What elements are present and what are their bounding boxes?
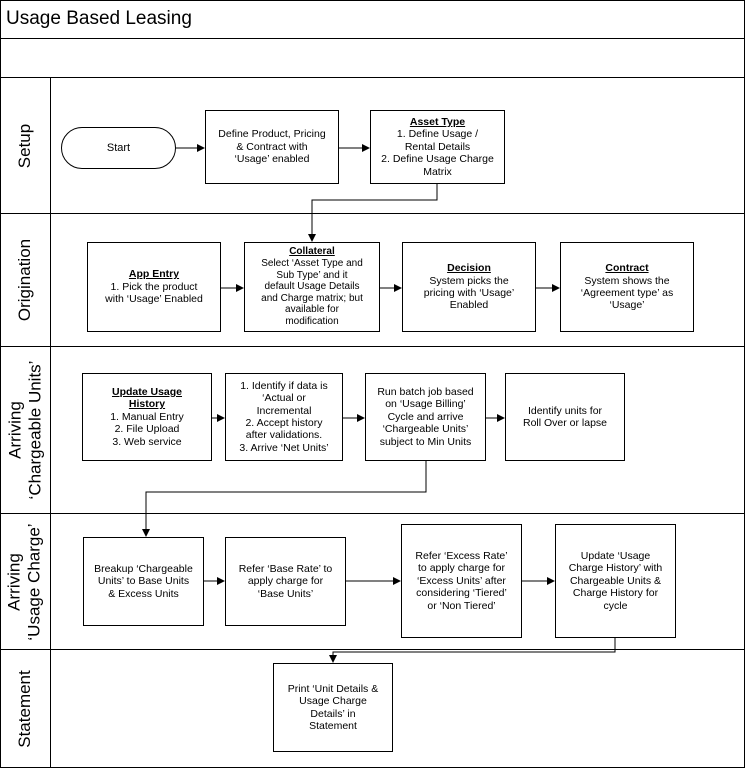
base-rate-step: Refer ‘Base Rate’ to apply charge for ‘B… [225,537,346,626]
collateral-step: Collateral Select ‘Asset Type and Sub Ty… [244,242,380,332]
frame-left-border [0,0,1,768]
lane-divider [0,213,745,214]
identify-data-step: 1. Identify if data is ‘Actual or Increm… [225,373,343,461]
arrow-asset-to-collateral [308,184,438,242]
roll-over-step: Identify units for Roll Over or lapse [505,373,625,461]
arrow-update-to-print [329,638,616,663]
contract-step: Contract System shows the ‘Agreement typ… [560,242,694,332]
arrow-batch-to-breakup [142,461,427,537]
app-entry-step: App Entry 1. Pick the product with ‘Usag… [87,242,221,332]
print-statement-step: Print ‘Unit Details & Usage Charge Detai… [273,663,393,752]
title-divider [0,38,745,39]
breakup-units-step: Breakup ‘Chargeable Units’ to Base Units… [83,537,204,626]
lane-divider [0,346,745,347]
start-terminator: Start [61,127,176,169]
lane-header-divider [50,77,51,768]
update-charge-history-step: Update ‘Usage Charge History’ with Charg… [555,524,676,638]
update-usage-history-step: Update Usage History 1. Manual Entry 2. … [82,373,212,461]
lane-divider [0,649,745,650]
decision-step: Decision System picks the pricing with ‘… [402,242,536,332]
lane-divider [0,513,745,514]
excess-rate-step: Refer ‘Excess Rate’ to apply charge for … [401,524,522,638]
batch-job-step: Run batch job based on ‘Usage Billing’ C… [365,373,486,461]
define-product-step: Define Product, Pricing & Contract with … [205,110,339,184]
diagram-title: Usage Based Leasing [6,8,192,29]
asset-type-step: Asset Type 1. Define Usage / Rental Deta… [370,110,505,184]
lane-divider [0,77,745,78]
frame-top-border [0,0,745,1]
